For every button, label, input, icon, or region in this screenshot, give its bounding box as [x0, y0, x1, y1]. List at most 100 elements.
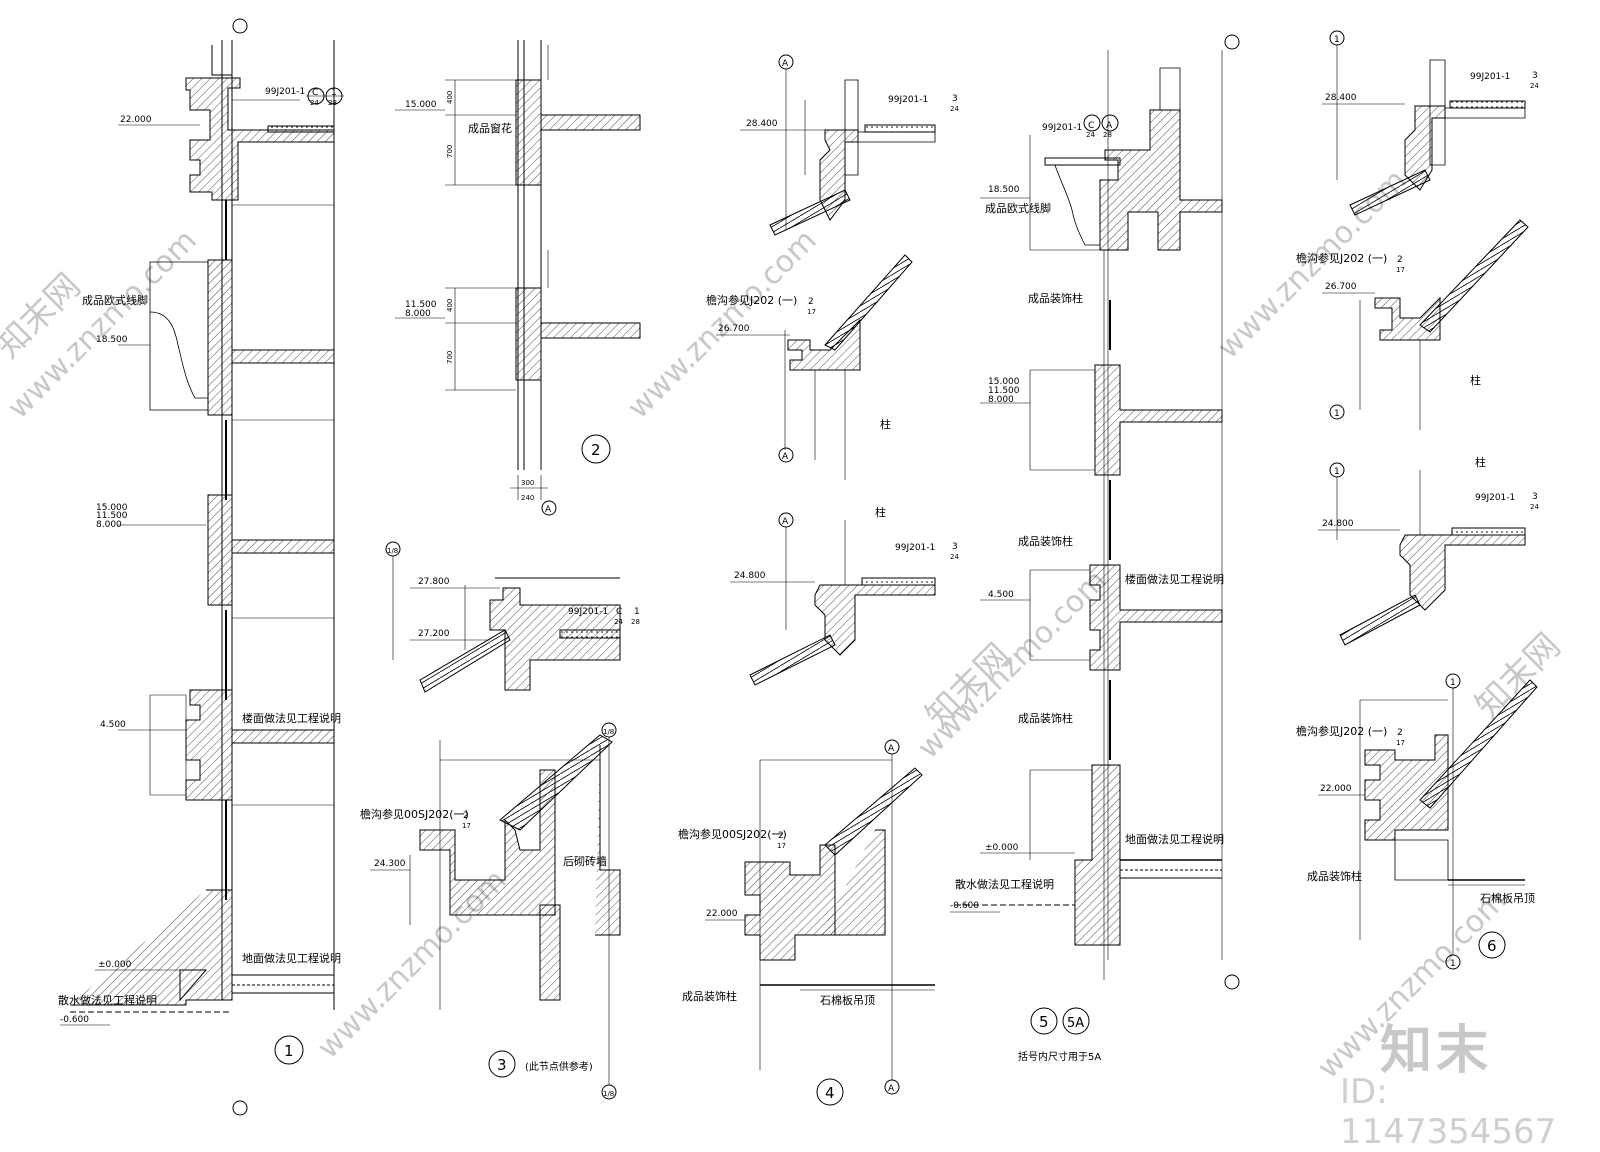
d6-axis-5: 1	[1450, 959, 1456, 969]
d2-axis: A	[545, 505, 552, 515]
d5-ref-b: A	[1106, 121, 1113, 131]
d6-label-ceiling: 石棉板吊顶	[1480, 891, 1535, 905]
d6-level-28400: 28.400	[1325, 93, 1357, 103]
d6-ref-a-2: 3	[1532, 492, 1538, 502]
d3-label-gutter: 檐沟参见00SJ202(一)	[360, 807, 469, 821]
d5-number: 5	[1039, 1013, 1049, 1031]
d5-level-4500: 4.500	[988, 590, 1014, 600]
d6-axis-2: 1	[1334, 409, 1340, 419]
d5-label-molding: 成品欧式线脚	[985, 201, 1051, 215]
d5-ref-atlas: 99J201-1	[1042, 123, 1082, 133]
d5-level-0000: ±0.000	[985, 843, 1019, 853]
d4-label-column-2: 柱	[875, 505, 886, 519]
detail-3-eave-section	[370, 541, 621, 1100]
d3-ref-atlas: 99J201-1	[568, 607, 608, 617]
detail-5-wall-section	[950, 50, 1223, 1035]
d3-gutter-ref: 2	[463, 811, 469, 821]
d1-label-ground: 地面做法见工程说明	[242, 951, 341, 965]
d6-label-column-2: 柱	[1475, 455, 1486, 469]
d5-ref-a-sub: 24	[1086, 131, 1095, 139]
d1-label-molding: 成品欧式线脚	[82, 293, 148, 307]
d6-ref-a-sub-1: 24	[1530, 82, 1539, 90]
d3-level-27800: 27.800	[418, 577, 450, 587]
d6-axis-3: 1	[1334, 467, 1340, 477]
detail-5-labels: 18.500 15.000 11.500 8.000 4.500 ±0.000 …	[950, 121, 1224, 1063]
d5-level-0600: -0.600	[950, 901, 979, 911]
d4-level-28400: 28.400	[746, 119, 778, 129]
d1-level-8000: 8.000	[96, 520, 122, 530]
d1-level-22000: 22.000	[120, 115, 152, 125]
d5-level-15000: 15.000	[988, 377, 1020, 387]
d4-gutter-ref-2: 2	[778, 831, 784, 841]
d1-label-floor: 楼面做法见工程说明	[242, 711, 341, 725]
d6-ref-a-sub-2: 24	[1530, 503, 1539, 511]
d2-dim-700-top: 700	[446, 145, 454, 158]
d6-label-gutter-1: 檐沟参见J202 (一)	[1296, 251, 1387, 265]
detail-4-eave-sections	[705, 54, 936, 1106]
d4-gutter-sub-1: 17	[807, 308, 816, 316]
d3-number: 3	[497, 1056, 507, 1074]
d6-ref-a-1: 3	[1532, 71, 1538, 81]
d5-ref-b-sub: 28	[1103, 131, 1112, 139]
d5-level-18500: 18.500	[988, 185, 1020, 195]
d2-dim-240: 240	[521, 494, 534, 502]
d6-ref-atlas-2: 99J201-1	[1475, 493, 1515, 503]
d2-level-11500: 11.500	[405, 300, 437, 310]
d2-dim-700-bot: 700	[446, 351, 454, 364]
d4-ref-atlas-1: 99J201-1	[888, 95, 928, 105]
d2-level-15000: 15.000	[405, 100, 437, 110]
d5a-number: 5A	[1067, 1016, 1084, 1031]
d3-axis-mid: 1/8	[603, 728, 614, 736]
d1-label-apron: 散水做法见工程说明	[58, 993, 157, 1007]
d4-number: 4	[825, 1084, 835, 1102]
d5-ref-a: C	[1088, 121, 1094, 131]
d3-level-27200: 27.200	[418, 629, 450, 639]
d4-gutter-ref-1: 2	[808, 297, 814, 307]
d1-level-11500: 11.500	[96, 511, 128, 521]
d6-number: 6	[1487, 937, 1497, 955]
d1-ref-b-sub: 28	[328, 99, 337, 107]
d1-ref-a: C	[312, 88, 318, 98]
d4-ref-a-1: 3	[952, 94, 958, 104]
d2-dim-300: 300	[521, 479, 534, 487]
d4-gutter-sub-2: 17	[777, 842, 786, 850]
detail-2-window-section	[395, 40, 641, 516]
d4-label-deco-column: 成品装饰柱	[682, 989, 737, 1003]
d4-level-22000: 22.000	[706, 909, 738, 919]
d3-note: (此节点供参考)	[525, 1060, 593, 1073]
d5-label-deco-column-3: 成品装饰柱	[1018, 711, 1073, 725]
d4-ref-a-2: 3	[952, 542, 958, 552]
d4-ref-a-sub-1: 24	[950, 105, 959, 113]
d6-gutter-ref-1: 2	[1397, 255, 1403, 265]
d2-label-window: 成品窗花	[468, 121, 512, 135]
d5-label-floor: 楼面做法见工程说明	[1125, 572, 1224, 586]
d5-note: 括号内尺寸用于5A	[1018, 1050, 1101, 1063]
d3-axis-bot: 1/8	[603, 1090, 614, 1098]
d6-label-deco-column: 成品装饰柱	[1307, 869, 1362, 883]
d5-label-ground: 地面做法见工程说明	[1125, 832, 1224, 846]
d1-ref-atlas: 99J201-1	[265, 87, 305, 97]
d2-level-8000: 8.000	[405, 309, 431, 319]
d1-ref-a-sub: 24	[310, 99, 319, 107]
d1-level-0600: -0.600	[60, 1015, 89, 1025]
d4-axis-4: A	[888, 744, 895, 754]
d4-axis-5: A	[888, 1084, 895, 1094]
watermark-id: ID: 1147354567	[1340, 1072, 1557, 1152]
d1-ref-b: 1	[331, 88, 337, 98]
d6-gutter-ref-2: 2	[1397, 728, 1403, 738]
d3-ref-a-sub: 24	[614, 618, 623, 626]
d4-level-24800: 24.800	[734, 571, 766, 581]
d4-axis-1: A	[782, 59, 789, 69]
d4-ref-atlas-2: 99J201-1	[895, 543, 935, 553]
d6-level-26700: 26.700	[1325, 282, 1357, 292]
d3-ref-a: C	[616, 607, 622, 617]
d3-level-24300: 24.300	[374, 859, 406, 869]
d3-label-wall: 后砌砖墙	[563, 854, 607, 868]
d1-level-18500: 18.500	[96, 335, 128, 345]
detail-2-labels: 15.000 11.500 8.000 400 700 400 700 300 …	[405, 91, 601, 515]
d5-level-11500: 11.500	[988, 386, 1020, 396]
d4-label-ceiling: 石棉板吊顶	[820, 993, 875, 1007]
d6-gutter-sub-1: 17	[1396, 266, 1405, 274]
d5-label-apron: 散水做法见工程说明	[955, 877, 1054, 891]
